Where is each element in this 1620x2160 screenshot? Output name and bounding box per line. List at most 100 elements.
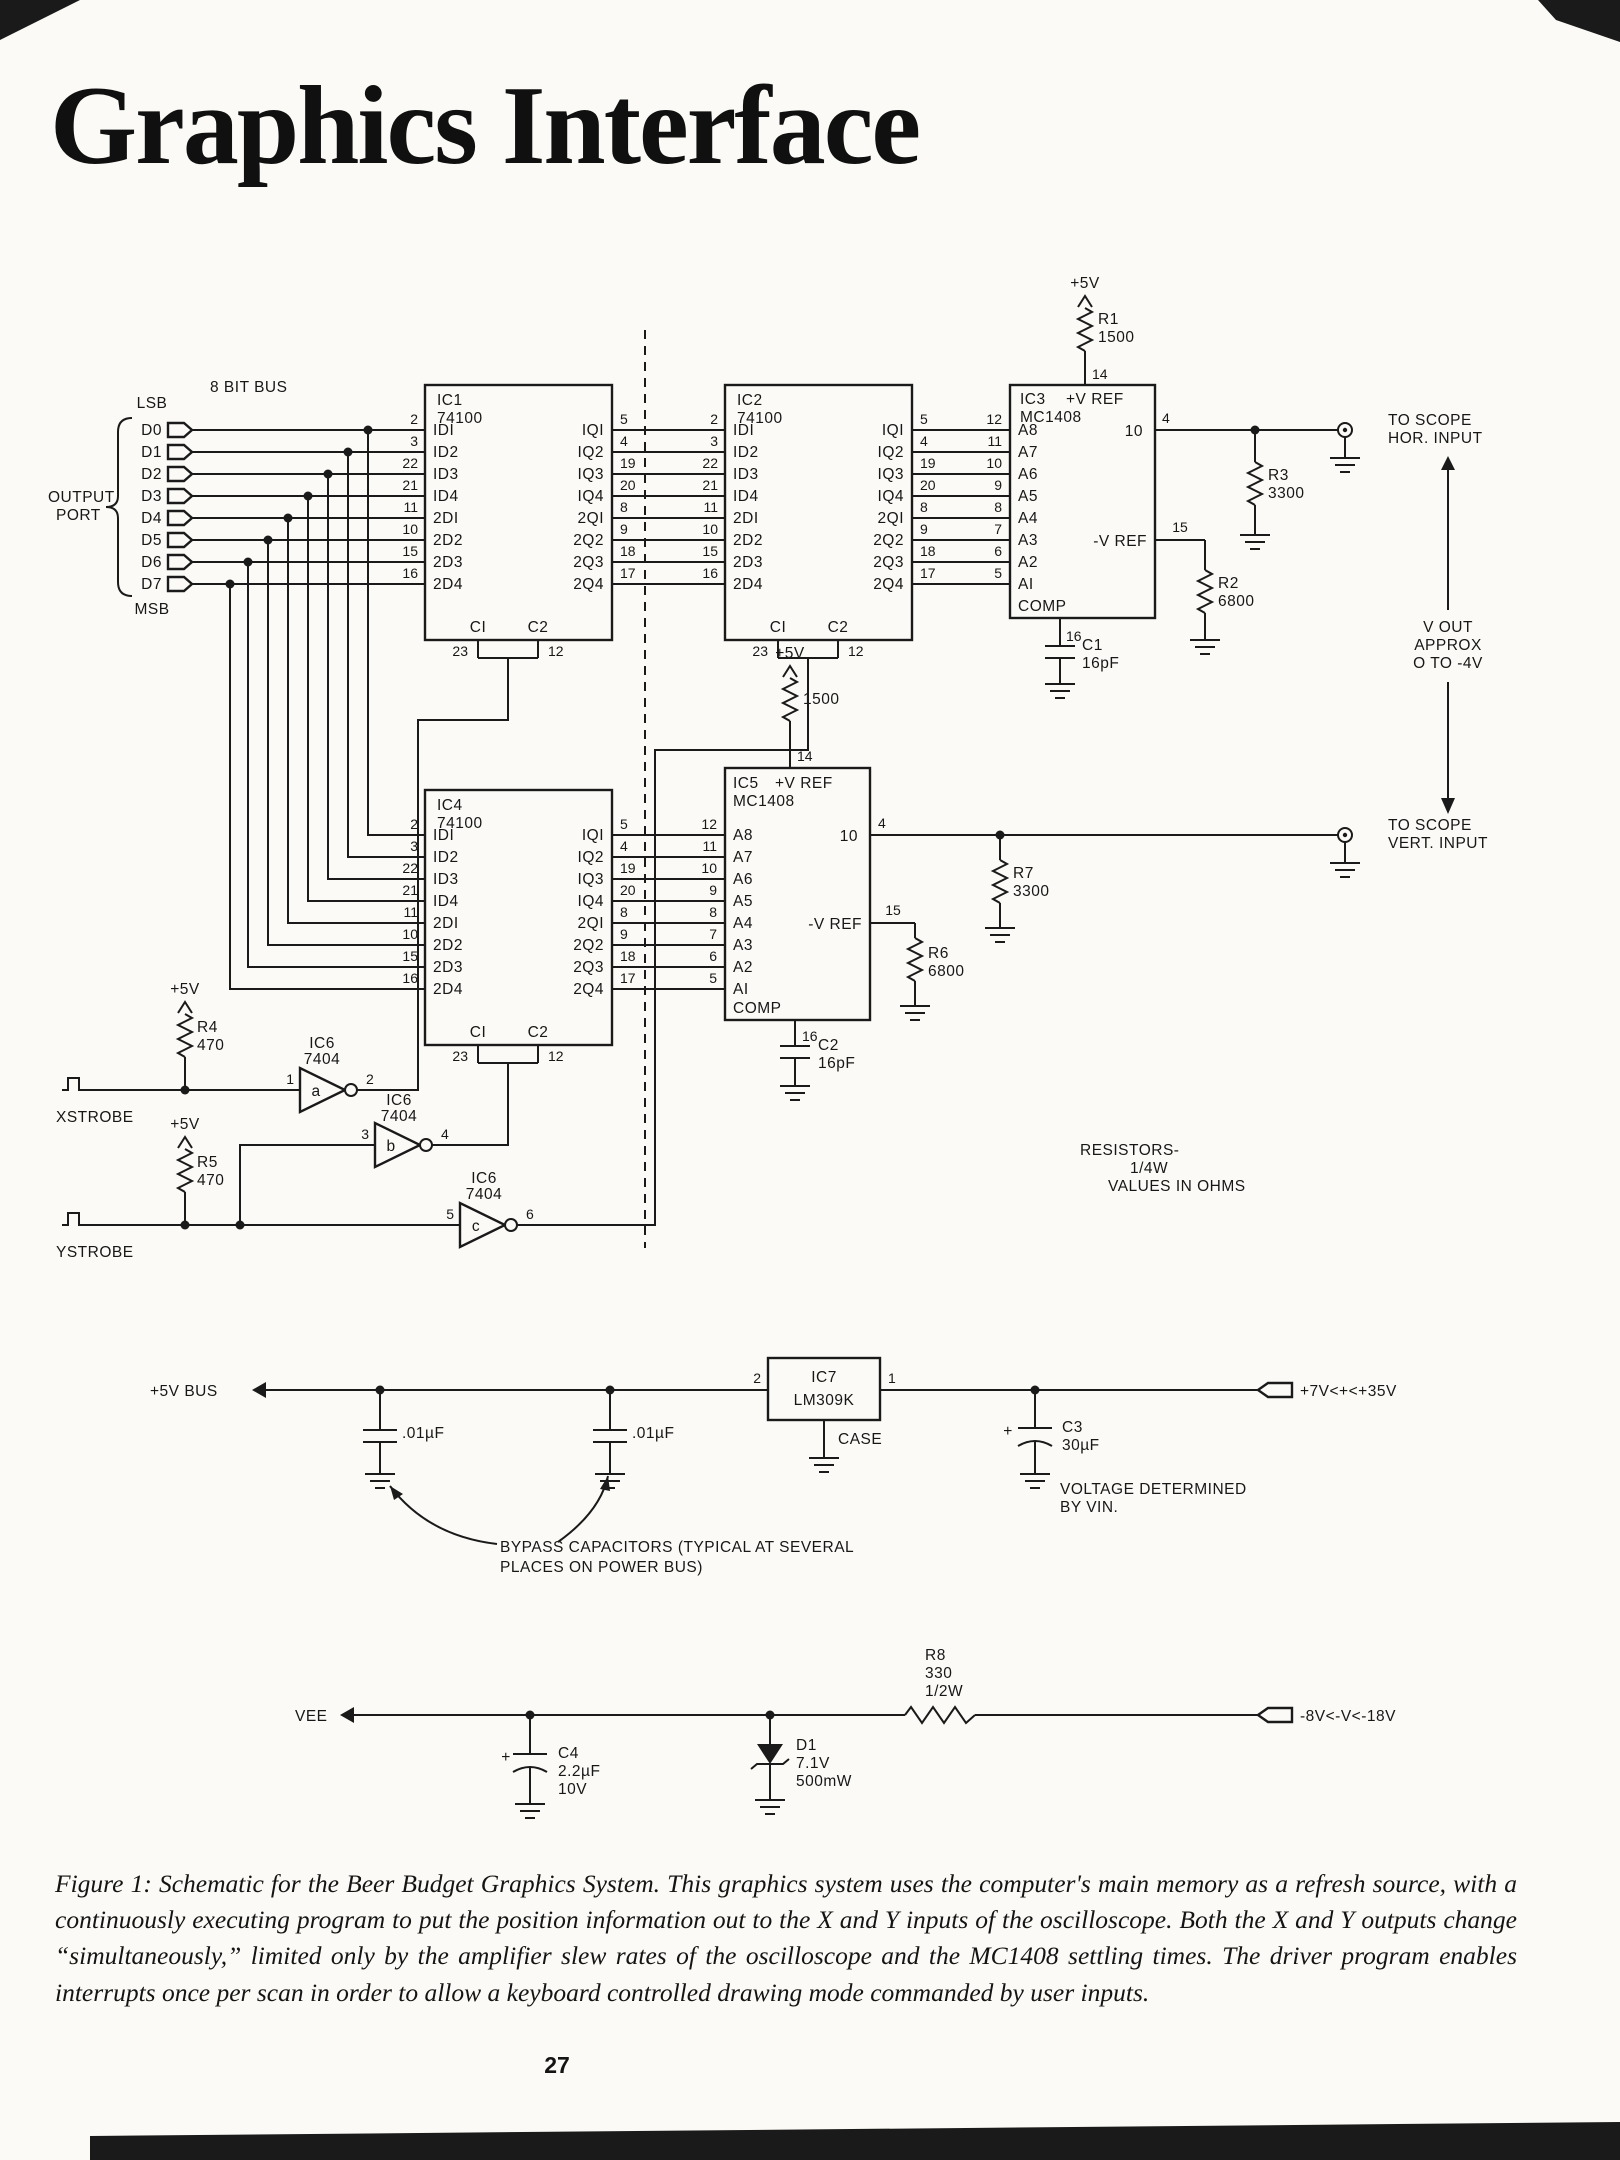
- inverter-b: [373, 1121, 423, 1169]
- pin-num: 9: [620, 926, 628, 942]
- bus-5v-label: +5V BUS: [150, 1383, 218, 1400]
- ic6-part: 7404: [381, 1108, 417, 1125]
- pin-label: ID4: [733, 488, 759, 505]
- pin-num: 5: [620, 411, 628, 427]
- ic1-chip: IC1 74100 2 3 22 21 11 10 15 16 IDI ID2 …: [402, 383, 636, 659]
- pin-label: IQ3: [878, 466, 904, 483]
- c2-value: 16pF: [818, 1055, 855, 1072]
- pin-num: 15: [402, 948, 418, 964]
- pin-num: 5: [620, 816, 628, 832]
- pin-num: 15: [702, 543, 718, 559]
- pulse-waveform-icon: [61, 1212, 86, 1226]
- pin-num: 11: [403, 499, 418, 515]
- pin-num: 4: [878, 815, 886, 831]
- vref-neg-label: -V REF: [1093, 533, 1147, 550]
- scope-vert-label: VERT. INPUT: [1388, 835, 1488, 852]
- pin-num: 1: [286, 1071, 294, 1087]
- ground-icon: [779, 1085, 811, 1101]
- vee-label: VEE: [295, 1708, 328, 1725]
- pin-num: 23: [452, 1048, 468, 1064]
- pin-label: 2QI: [578, 510, 604, 527]
- dac-out-pin: 10: [1125, 423, 1143, 440]
- pin-label: A7: [1018, 444, 1038, 461]
- pin-num: 17: [920, 565, 936, 581]
- vout-label: APPROX: [1414, 637, 1482, 654]
- pin-num: 4: [620, 838, 628, 854]
- pin-num: 11: [987, 433, 1002, 449]
- pin-label: A8: [1018, 422, 1038, 439]
- pin-num: 7: [994, 521, 1002, 537]
- rref-value: 1500: [803, 691, 839, 708]
- pin-num: 22: [402, 860, 418, 876]
- vee-range-label: -8V<-V<-18V: [1300, 1708, 1396, 1725]
- pulse-waveform-icon: [61, 1077, 86, 1091]
- ic7-label: IC7: [811, 1369, 837, 1386]
- msb-label: MSB: [134, 601, 169, 618]
- pin-num: 23: [752, 643, 768, 659]
- r8-label: R8: [925, 1647, 946, 1664]
- ground-icon: [984, 927, 1016, 943]
- pin-num: 12: [701, 816, 717, 832]
- pin-label: 2D4: [433, 981, 463, 998]
- pin-num: 6: [994, 543, 1002, 559]
- vout-label: O TO -4V: [1413, 655, 1483, 672]
- c3-value: 30µF: [1062, 1437, 1100, 1454]
- r8-wattage: 1/2W: [925, 1683, 963, 1700]
- bus-input-section: OUTPUT PORT 8 BIT BUS LSB MSB D0 D1 D2 D…: [48, 379, 425, 990]
- pin-label: A7: [733, 849, 753, 866]
- ic6-label: IC6: [386, 1092, 412, 1109]
- ic5-chip: IC5 +V REF MC1408 A8 A7 A6 A5 A4 A3 A2 A…: [723, 748, 872, 1022]
- pin-label: ID4: [433, 893, 459, 910]
- ic6-part: 7404: [304, 1051, 340, 1068]
- pin-label: IDI: [433, 827, 454, 844]
- c3-label: C3: [1062, 1419, 1083, 1436]
- r8-value: 330: [925, 1665, 952, 1682]
- scope-vert-label: TO SCOPE: [1388, 817, 1472, 834]
- pin-num: 3: [410, 838, 418, 854]
- pin-num: 11: [703, 499, 718, 515]
- ground-icon: [1189, 639, 1221, 655]
- supply-label: +5V: [1070, 275, 1100, 292]
- pin-label: IQ3: [578, 871, 604, 888]
- input-range-label: +7V<+<+35V: [1300, 1383, 1397, 1400]
- pin-num: 6: [526, 1206, 534, 1222]
- pin-label: A8: [733, 827, 753, 844]
- supply-arrow-icon: [177, 1136, 193, 1149]
- ground-icon: [514, 1803, 546, 1819]
- pin-label: A6: [1018, 466, 1038, 483]
- pin-label: 2Q4: [873, 576, 904, 593]
- supply-label: +5V: [775, 645, 805, 662]
- ic7-regulator: [766, 1356, 882, 1422]
- pin-label: 2DI: [433, 510, 459, 527]
- pin-num: 20: [620, 477, 636, 493]
- pin-label: A4: [1018, 510, 1038, 527]
- pin-label: IDI: [733, 422, 754, 439]
- ic1-label: IC1: [437, 392, 463, 409]
- pin-num: 9: [620, 521, 628, 537]
- ground-icon: [594, 1473, 626, 1489]
- ic2-part: 74100: [737, 410, 783, 427]
- resistor-r4: [177, 1013, 193, 1058]
- vee-section: VEE R8 330 1/2W -8V<-V<-18V + C4 2.2µF 1…: [295, 1647, 1396, 1819]
- voltage-note: VOLTAGE DETERMINED: [1060, 1481, 1247, 1498]
- ic6-part: 7404: [466, 1186, 502, 1203]
- ic5-part: MC1408: [733, 793, 795, 810]
- polarity-plus: +: [1003, 1423, 1013, 1440]
- pin-label: 2Q2: [573, 532, 604, 549]
- pin-label: 2Q3: [573, 554, 604, 571]
- pin-label: IQI: [882, 422, 904, 439]
- c2-label: C2: [818, 1037, 839, 1054]
- pin-num: 5: [994, 565, 1002, 581]
- pin-label: IQI: [582, 422, 604, 439]
- pin-label: A6: [733, 871, 753, 888]
- pin-label: 2Q3: [573, 959, 604, 976]
- vref-pos-label: +V REF: [775, 775, 833, 792]
- r4-value: 470: [197, 1037, 224, 1054]
- output-port-label: PORT: [56, 507, 101, 524]
- bit-label: D0: [141, 422, 162, 439]
- scope-hor-jack: [1337, 422, 1353, 438]
- pin-num: 12: [548, 643, 564, 659]
- ground-icon: [754, 1799, 786, 1815]
- pin-num: 22: [402, 455, 418, 471]
